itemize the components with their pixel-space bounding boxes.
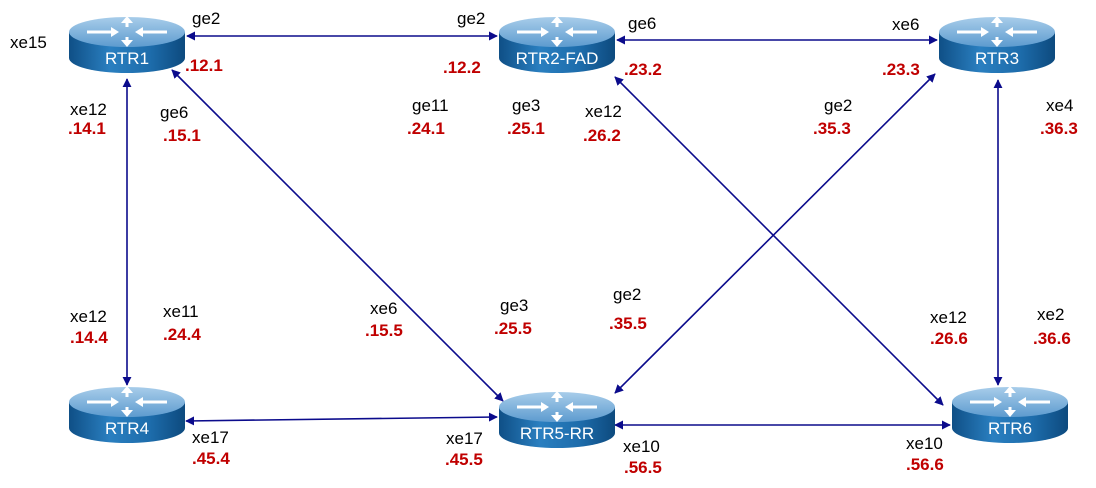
rtr1-ip-15: .15.1 xyxy=(163,126,201,145)
rtr5-ge3-label: ge3 xyxy=(500,296,529,315)
router-label: RTR2-FAD xyxy=(516,49,599,68)
rtr2-xe12-label: xe12 xyxy=(585,102,622,121)
router-label: RTR1 xyxy=(105,49,149,68)
links-layer xyxy=(122,31,1003,430)
rtr4-ip-24: .24.4 xyxy=(163,325,201,344)
rtr5-ge2-label: ge2 xyxy=(613,285,642,304)
rtr2-ip-26: .26.2 xyxy=(583,126,621,145)
rtr4-xe12-label: xe12 xyxy=(70,307,107,326)
router-rtr4[interactable]: RTR4 xyxy=(67,384,187,445)
router-rtr2[interactable]: RTR2-FAD xyxy=(497,14,617,75)
router-rtr1[interactable]: RTR1 xyxy=(67,14,187,75)
rtr5-xe17-label: xe17 xyxy=(446,429,483,448)
rtr1-xe15-label: xe15 xyxy=(10,33,47,52)
rtr6-ip-56: .56.6 xyxy=(906,455,944,474)
rtr3-ip-36: .36.3 xyxy=(1040,119,1078,138)
rtr4-xe17-label: xe17 xyxy=(192,428,229,447)
rtr1-ip-12: .12.1 xyxy=(185,56,223,75)
rtr1-xe12-label: xe12 xyxy=(70,100,107,119)
rtr2-ip-23: .23.2 xyxy=(624,60,662,79)
rtr1-ge2-label: ge2 xyxy=(192,9,221,28)
rtr2-ip-24: .24.1 xyxy=(407,119,445,138)
rtr5-ip-45: .45.5 xyxy=(445,450,483,469)
rtr5-ip-15: .15.5 xyxy=(365,321,403,340)
rtr6-ip-36: .36.6 xyxy=(1033,329,1071,348)
rtr1-ge6-label: ge6 xyxy=(160,103,189,122)
router-label: RTR4 xyxy=(105,419,149,438)
rtr5-xe10-label: xe10 xyxy=(623,437,660,456)
rtr1-ip-14: .14.1 xyxy=(68,119,106,138)
rtr2-ge6-label: ge6 xyxy=(628,14,657,33)
router-label: RTR6 xyxy=(988,419,1032,438)
router-rtr5[interactable]: RTR5-RR xyxy=(497,389,617,450)
rtr4-ip-45: .45.4 xyxy=(192,449,230,468)
rtr3-ip-23: .23.3 xyxy=(882,60,920,79)
rtr6-xe10-label: xe10 xyxy=(906,434,943,453)
rtr6-ip-26: .26.6 xyxy=(930,329,968,348)
link-rtr3-rtr5 xyxy=(614,73,936,394)
rtr5-ip-25: .25.5 xyxy=(494,319,532,338)
rtr3-ip-35: .35.3 xyxy=(813,119,851,138)
link-rtr1-rtr5 xyxy=(171,69,504,402)
rtr2-ge11-label: ge11 xyxy=(412,96,449,115)
router-label: RTR3 xyxy=(975,49,1019,68)
router-label: RTR5-RR xyxy=(520,424,594,443)
rtr5-xe6-label: xe6 xyxy=(370,299,398,318)
rtr3-xe6-label: xe6 xyxy=(892,15,920,34)
link-rtr4-rtr5 xyxy=(185,412,498,426)
rtr5-ip-35: .35.5 xyxy=(609,314,647,333)
rtr2-ip-25: .25.1 xyxy=(507,119,545,138)
rtr2-ge3-label: ge3 xyxy=(512,96,541,115)
router-rtr6[interactable]: RTR6 xyxy=(950,384,1070,445)
rtr3-xe4-label: xe4 xyxy=(1046,96,1074,115)
rtr2-ge2-label: ge2 xyxy=(457,9,486,28)
rtr2-ip-12: .12.2 xyxy=(443,58,481,77)
rtr3-ge2-label: ge2 xyxy=(824,96,853,115)
rtr4-ip-14: .14.4 xyxy=(70,328,108,347)
router-rtr3[interactable]: RTR3 xyxy=(937,14,1057,75)
link-rtr2-rtr6 xyxy=(614,76,944,406)
rtr5-ip-56: .56.5 xyxy=(624,458,662,477)
rtr6-xe2-label: xe2 xyxy=(1037,305,1065,324)
rtr6-xe12-label: xe12 xyxy=(930,308,967,327)
rtr4-xe11-label: xe11 xyxy=(163,302,199,321)
